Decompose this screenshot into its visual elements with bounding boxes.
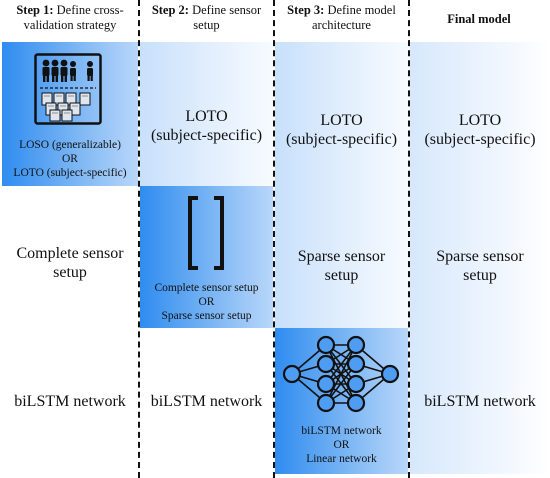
divider-2 <box>273 0 275 478</box>
row1-final-cell <box>410 42 550 186</box>
row2-step2-cell <box>140 186 273 328</box>
row1-step2-text: LOTO(subject-specific) <box>150 108 263 144</box>
header-step3: Step 3: Define model architecture <box>287 3 396 32</box>
header-final: Final model <box>447 12 511 26</box>
row2-final-cell <box>410 186 550 328</box>
row2-step3-cell <box>275 186 408 328</box>
bracket-sensor-icon <box>188 196 224 270</box>
row1-step3-text: LOTO(subject-specific) <box>285 112 398 148</box>
divider-1 <box>138 0 140 478</box>
row3-step1-text: biLSTM network <box>14 393 126 410</box>
neural-network-icon <box>282 335 400 413</box>
divider-3 <box>408 0 410 478</box>
row3-final-cell <box>410 328 550 474</box>
row3-step2-text: biLSTM network <box>150 393 263 410</box>
row3-final-text: biLSTM network <box>424 393 536 410</box>
header-step2: Step 2: Define sensor setup <box>151 3 262 32</box>
header-step1: Step 1: Define cross-validation strategy <box>16 3 124 32</box>
row1-step3-cell <box>275 42 408 186</box>
row1-step2-cell <box>140 42 273 186</box>
row1-final-text: LOTO(subject-specific) <box>424 112 536 148</box>
people-and-documents-icon <box>34 53 102 125</box>
row3-step3-cell <box>275 328 408 474</box>
